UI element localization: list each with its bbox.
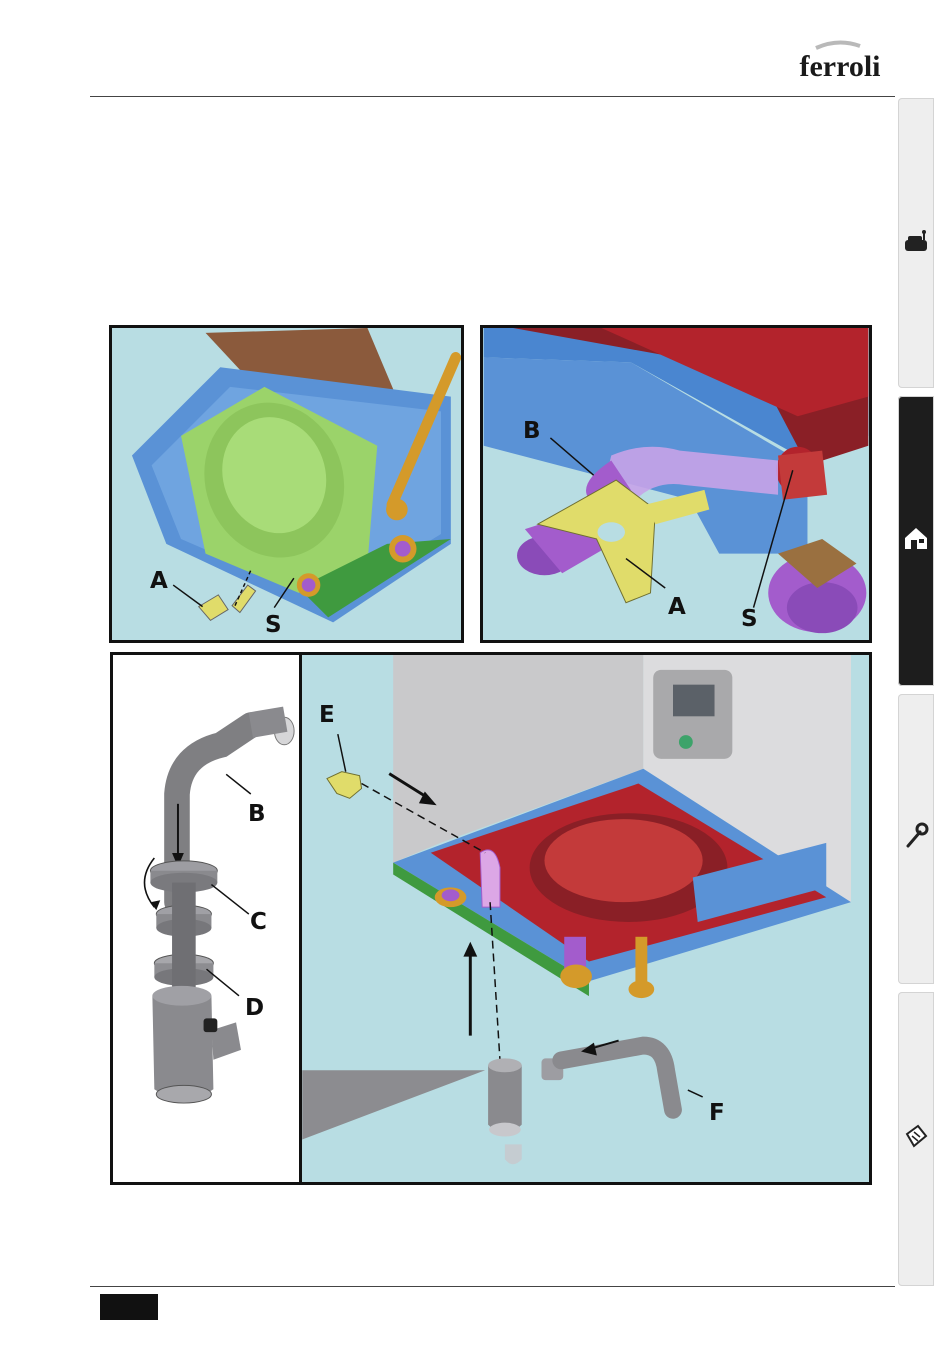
user-manual-icon: [902, 228, 930, 256]
footer-rule: [90, 1286, 895, 1287]
label-s: S: [741, 608, 758, 631]
tab-specifications[interactable]: [898, 992, 934, 1286]
page-number-box: [100, 1294, 158, 1320]
brand-wordmark: ferroli: [799, 50, 880, 83]
installation-house-icon: [902, 524, 930, 552]
label-s: S: [265, 614, 282, 637]
clipboard-specs-icon: [902, 1122, 930, 1150]
figure-top-right: B A S: [480, 325, 872, 643]
label-b: B: [248, 803, 266, 826]
label-e: E: [319, 704, 335, 727]
tab-installation[interactable]: [898, 396, 934, 686]
label-f: F: [709, 1102, 725, 1125]
figure-bottom-right: E F: [299, 652, 872, 1185]
label-c: C: [250, 911, 267, 934]
header-rule: [90, 96, 895, 97]
ferroli-logo: ferroli: [790, 38, 890, 86]
label-a: A: [150, 570, 168, 593]
tab-user[interactable]: [898, 98, 934, 388]
label-a: A: [668, 596, 686, 619]
wrench-service-icon: [902, 822, 930, 850]
boiler-siphon-installation-illustration: [302, 655, 869, 1182]
label-d: D: [245, 997, 264, 1020]
label-b: B: [523, 420, 541, 443]
figure-bottom-left: B C D: [110, 652, 301, 1185]
tab-service[interactable]: [898, 694, 934, 984]
figure-top-left: A S: [109, 325, 464, 643]
siphon-exploded-illustration: [113, 655, 301, 1182]
